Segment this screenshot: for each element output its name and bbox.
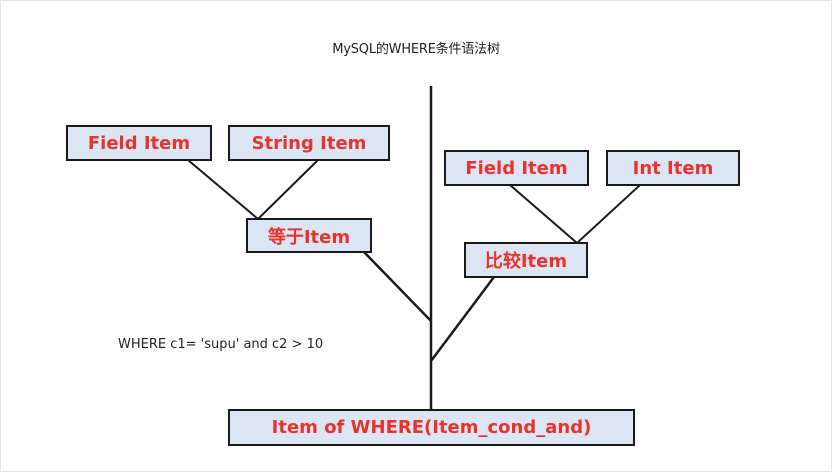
root-node: Item of WHERE(Item_cond_and) <box>228 409 635 446</box>
edge-int-to-compare <box>576 184 641 244</box>
edge-field-left-to-equal <box>187 159 259 220</box>
where-clause-caption: WHERE c1= 'supu' and c2 > 10 <box>118 337 324 352</box>
int-item-node: Int Item <box>606 150 740 186</box>
equal-item-node: 等于Item <box>246 218 372 253</box>
field-item-left-node: Field Item <box>66 125 212 161</box>
edge-string-to-equal <box>257 159 319 220</box>
edge-compare-to-root <box>430 276 495 362</box>
edge-field-right-to-compare <box>509 184 578 244</box>
edge-equal-to-root <box>363 251 432 322</box>
diagram-title: MySQL的WHERE条件语法树 <box>332 42 500 57</box>
string-item-node: String Item <box>228 125 390 161</box>
compare-item-node: 比较Item <box>464 242 588 278</box>
field-item-right-node: Field Item <box>444 150 589 186</box>
